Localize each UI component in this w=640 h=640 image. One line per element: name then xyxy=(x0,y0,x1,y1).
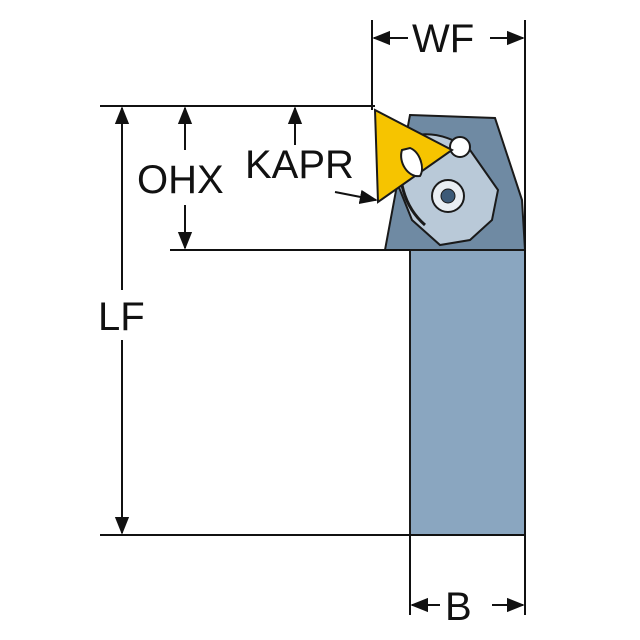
insert-hole xyxy=(400,146,423,178)
screw-socket-icon xyxy=(440,188,456,204)
wf-label: WF xyxy=(412,17,474,61)
shank xyxy=(409,249,526,536)
pin-icon xyxy=(449,136,471,158)
lf-label: LF xyxy=(98,295,145,339)
kapr-label: KAPR xyxy=(245,143,354,187)
b-label: B xyxy=(445,585,472,629)
kapr-arrow-insert xyxy=(334,189,378,204)
ohx-label: OHX xyxy=(137,158,224,202)
